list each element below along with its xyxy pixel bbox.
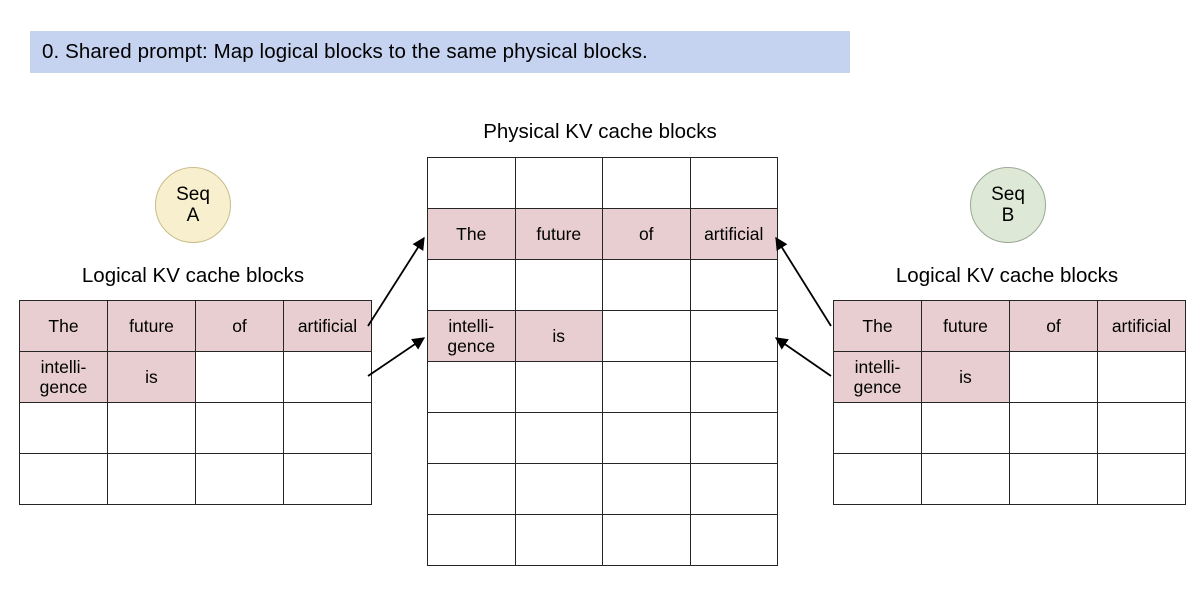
kv-block-cell: [602, 412, 691, 464]
kv-block-cell: [689, 514, 778, 566]
kv-block-cell: is: [514, 310, 603, 362]
table-row: [427, 361, 778, 413]
physical-table-title: Physical KV cache blocks: [483, 120, 717, 143]
kv-block-cell: intelli-gence: [427, 310, 516, 362]
kv-block-cell: The: [833, 300, 922, 352]
kv-block-cell: [514, 361, 603, 413]
kv-block-cell: [921, 402, 1010, 454]
kv-block-cell: [1097, 402, 1186, 454]
kv-block-cell: artificial: [283, 300, 372, 352]
arrow-a-row1-to-physical-row2: [367, 236, 425, 327]
seq-a-badge: Seq A: [155, 167, 231, 243]
kv-block-cell: The: [427, 208, 516, 260]
kv-block-cell: [689, 361, 778, 413]
kv-block-cell: [689, 157, 778, 209]
seq-b-label-line2: B: [1001, 205, 1015, 226]
prompt-banner: 0. Shared prompt: Map logical blocks to …: [30, 31, 850, 73]
prompt-banner-text: 0. Shared prompt: Map logical blocks to …: [42, 40, 648, 63]
kv-block-cell: [514, 463, 603, 515]
kv-block-cell: [602, 310, 691, 362]
table-row: [833, 402, 1186, 454]
kv-block-cell: [833, 453, 922, 505]
kv-block-cell: [427, 259, 516, 311]
table-row: [427, 412, 778, 464]
kv-block-cell: of: [195, 300, 284, 352]
kv-block-cell: artificial: [1097, 300, 1186, 352]
table-row: [19, 453, 372, 505]
kv-block-cell: [689, 463, 778, 515]
kv-block-cell: [1009, 351, 1098, 403]
kv-block-cell: [1009, 453, 1098, 505]
kv-block-cell: [602, 514, 691, 566]
kv-block-cell: future: [921, 300, 1010, 352]
kv-block-cell: [427, 412, 516, 464]
kv-block-cell: [427, 157, 516, 209]
kv-block-cell: is: [107, 351, 196, 403]
kv-block-cell: [602, 463, 691, 515]
arrow-b-row1-to-physical-row2: [775, 236, 832, 327]
seq-a-label-line2: A: [186, 205, 200, 226]
kv-block-cell: [514, 412, 603, 464]
table-row: [427, 157, 778, 209]
kv-block-cell: [195, 402, 284, 454]
kv-block-cell: [602, 157, 691, 209]
kv-block-cell: [107, 453, 196, 505]
kv-block-cell: is: [921, 351, 1010, 403]
kv-block-cell: future: [514, 208, 603, 260]
kv-block-cell: of: [1009, 300, 1098, 352]
kv-block-cell: [514, 157, 603, 209]
seq-b-label-line1: Seq: [991, 184, 1025, 205]
kv-block-cell: [427, 514, 516, 566]
kv-block-cell: [689, 310, 778, 362]
kv-block-cell: [833, 402, 922, 454]
kv-block-cell: [602, 361, 691, 413]
kv-block-cell: [427, 361, 516, 413]
table-row: [427, 463, 778, 515]
kv-block-cell: [1097, 453, 1186, 505]
kv-block-cell: [602, 259, 691, 311]
table-row: [427, 514, 778, 566]
kv-block-cell: [921, 453, 1010, 505]
kv-block-cell: intelli-gence: [833, 351, 922, 403]
kv-block-cell: [1009, 402, 1098, 454]
table-row: [19, 402, 372, 454]
kv-block-cell: [19, 402, 108, 454]
seq-a-label-line1: Seq: [176, 184, 210, 205]
kv-block-cell: The: [19, 300, 108, 352]
kv-block-cell: artificial: [689, 208, 778, 260]
kv-block-cell: [514, 514, 603, 566]
logical-b-table-title: Logical KV cache blocks: [895, 264, 1119, 287]
kv-block-cell: [107, 402, 196, 454]
kv-block-cell: [195, 351, 284, 403]
table-row: [427, 259, 778, 311]
kv-block-cell: [195, 453, 284, 505]
seq-b-badge: Seq B: [970, 167, 1046, 243]
kv-block-cell: [19, 453, 108, 505]
kv-block-cell: [689, 412, 778, 464]
table-row: [833, 453, 1186, 505]
kv-block-cell: [283, 402, 372, 454]
logical-a-table-title: Logical KV cache blocks: [81, 264, 305, 287]
kv-block-cell: [689, 259, 778, 311]
arrow-b-row2-to-physical-row4: [774, 337, 832, 377]
kv-block-cell: intelli-gence: [19, 351, 108, 403]
kv-block-cell: [427, 463, 516, 515]
arrow-a-row2-to-physical-row4: [367, 337, 426, 377]
kv-block-cell: [1097, 351, 1186, 403]
kv-block-cell: [283, 453, 372, 505]
kv-block-cell: [283, 351, 372, 403]
kv-block-cell: future: [107, 300, 196, 352]
kv-block-cell: [514, 259, 603, 311]
kv-block-cell: of: [602, 208, 691, 260]
